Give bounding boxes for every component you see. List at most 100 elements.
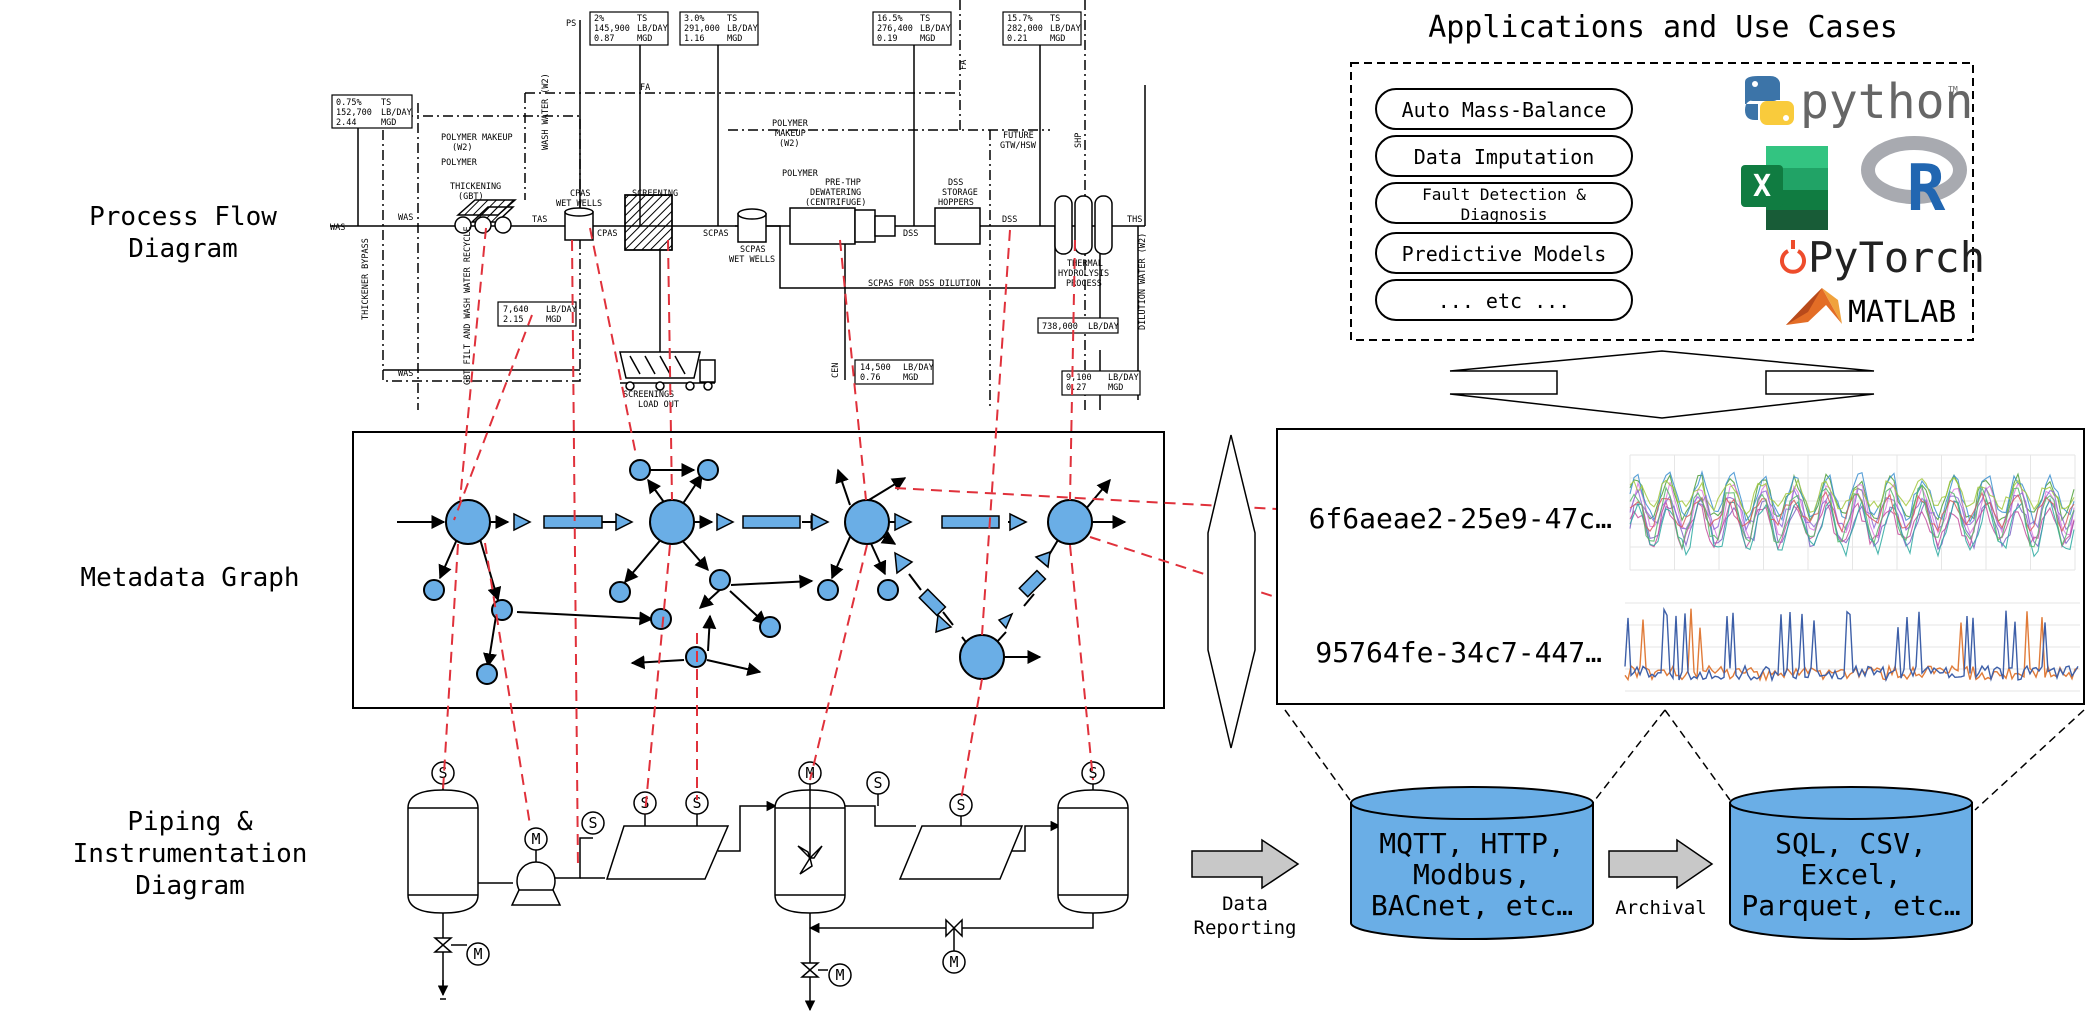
pid-symbol-text: S M M S S S M S S S M M bbox=[438, 764, 1097, 984]
svg-text:DSS: DSS bbox=[903, 229, 918, 239]
svg-text:FA: FA bbox=[959, 60, 969, 70]
svg-text:STORAGE: STORAGE bbox=[942, 188, 978, 198]
protocols-line: Modbus, bbox=[1413, 858, 1531, 891]
svg-text:MAKEUP: MAKEUP bbox=[775, 129, 806, 139]
bidirectional-arrow-graph bbox=[1207, 434, 1256, 749]
protocols-db: MQTT, HTTP, Modbus, BACnet, etc… bbox=[1350, 786, 1594, 940]
svg-text:CPAS: CPAS bbox=[570, 189, 590, 199]
svg-text:GBT FILT AND WASH WATER RECYCL: GBT FILT AND WASH WATER RECYCLE bbox=[463, 226, 473, 385]
svg-text:FA: FA bbox=[640, 83, 650, 93]
archival-arrow bbox=[1608, 838, 1714, 890]
svg-text:TS: TS bbox=[381, 98, 391, 108]
graph-node-thickening bbox=[445, 499, 491, 545]
svg-text:MATLAB: MATLAB bbox=[1848, 295, 1956, 330]
svg-text:3.0%: 3.0% bbox=[684, 14, 704, 24]
svg-text:SCPAS: SCPAS bbox=[740, 245, 766, 255]
pfd-data-boxes bbox=[331, 11, 1141, 396]
svg-text:HOPPERS: HOPPERS bbox=[938, 198, 974, 208]
svg-text:POLYMER: POLYMER bbox=[441, 158, 478, 168]
svg-text:LB/DAY: LB/DAY bbox=[1108, 373, 1139, 383]
pid-diagram bbox=[407, 761, 1129, 1012]
svg-text:0.27: 0.27 bbox=[1066, 383, 1086, 393]
svg-text:R: R bbox=[1907, 152, 1946, 226]
svg-text:SCREENINGS: SCREENINGS bbox=[623, 390, 674, 400]
formats-line: SQL, CSV, bbox=[1775, 827, 1927, 860]
svg-text:WAS: WAS bbox=[330, 223, 345, 233]
svg-text:S: S bbox=[692, 794, 701, 812]
svg-text:DSS: DSS bbox=[1002, 215, 1017, 225]
protocols-line: MQTT, HTTP, bbox=[1379, 827, 1564, 860]
svg-text:FUTURE: FUTURE bbox=[1003, 131, 1034, 141]
use-case-label: Data Imputation bbox=[1414, 145, 1595, 169]
graph-node-dewatering bbox=[844, 499, 890, 545]
svg-text:PyTorch: PyTorch bbox=[1808, 233, 1985, 282]
flow-arrows bbox=[1191, 838, 1714, 890]
svg-text:LB/DAY: LB/DAY bbox=[903, 363, 934, 373]
pid-label-line2: Instrumentation bbox=[73, 839, 308, 869]
formats-line: Excel, bbox=[1800, 858, 1901, 891]
scpas-wet-well bbox=[737, 208, 767, 243]
svg-text:python: python bbox=[1800, 74, 1973, 130]
svg-text:WASH WATER (W2): WASH WATER (W2) bbox=[541, 73, 551, 150]
svg-text:THICKENING: THICKENING bbox=[450, 182, 501, 192]
svg-text:WET WELLS: WET WELLS bbox=[556, 199, 602, 209]
svg-text:X: X bbox=[1753, 169, 1771, 204]
svg-text:SCPAS: SCPAS bbox=[703, 229, 729, 239]
svg-text:WAS: WAS bbox=[398, 369, 413, 379]
svg-text:S: S bbox=[640, 794, 649, 812]
svg-text:M: M bbox=[473, 945, 482, 963]
formats-db: SQL, CSV, Excel, Parquet, etc… bbox=[1729, 786, 1973, 940]
use-case-predictive bbox=[1375, 232, 1633, 274]
svg-text:0.76: 0.76 bbox=[860, 373, 880, 383]
svg-text:S: S bbox=[588, 814, 597, 832]
svg-text:282,000: 282,000 bbox=[1007, 24, 1043, 34]
svg-text:WET WELLS: WET WELLS bbox=[729, 255, 775, 265]
svg-text:(W2): (W2) bbox=[779, 139, 799, 149]
metadata-graph bbox=[352, 431, 1165, 709]
storage-links bbox=[1284, 709, 2085, 811]
svg-text:THS: THS bbox=[1127, 215, 1142, 225]
cross-layer-links bbox=[442, 227, 1366, 871]
svg-text:M: M bbox=[531, 830, 540, 848]
svg-text:POLYMER: POLYMER bbox=[772, 119, 809, 129]
svg-text:145,900: 145,900 bbox=[594, 24, 630, 34]
svg-text:1.16: 1.16 bbox=[684, 34, 704, 44]
svg-text:POLYMER MAKEUP: POLYMER MAKEUP bbox=[441, 133, 513, 143]
svg-text:LB/DAY: LB/DAY bbox=[920, 24, 951, 34]
svg-text:SCPAS FOR DSS DILUTION: SCPAS FOR DSS DILUTION bbox=[868, 279, 981, 289]
svg-text:HYDROLYSIS: HYDROLYSIS bbox=[1058, 269, 1109, 279]
svg-text:LB/DAY: LB/DAY bbox=[381, 108, 412, 118]
svg-text:2.44: 2.44 bbox=[336, 118, 356, 128]
svg-text:TS: TS bbox=[727, 14, 737, 24]
svg-text:M: M bbox=[835, 966, 844, 984]
cpas-wet-well bbox=[564, 207, 594, 241]
timeseries-id-1: 6f6aeae2-25e9-47c… bbox=[1309, 502, 1612, 535]
timeseries-plot-1 bbox=[1629, 454, 2076, 571]
svg-text:THICKENER BYPASS: THICKENER BYPASS bbox=[361, 238, 371, 320]
use-case-label: Diagnosis bbox=[1461, 205, 1548, 224]
pfd-label-line2: Diagram bbox=[128, 234, 238, 264]
svg-text:WAS: WAS bbox=[398, 213, 413, 223]
applications-panel: Applications and Use Cases Auto Mass-Bal… bbox=[1350, 10, 1985, 341]
thp-reactors bbox=[1054, 195, 1113, 255]
use-case-label: Fault Detection & bbox=[1422, 185, 1586, 204]
svg-text:152,700: 152,700 bbox=[336, 108, 372, 118]
svg-text:PRE-THP: PRE-THP bbox=[825, 178, 861, 188]
timeseries-panel: 6f6aeae2-25e9-47c… 95764fe-34c7-447… bbox=[1276, 428, 2085, 811]
pid-motor-1 bbox=[466, 942, 490, 966]
svg-text:(GBT): (GBT) bbox=[458, 192, 484, 202]
svg-text:CEN: CEN bbox=[831, 363, 841, 378]
svg-text:PS: PS bbox=[566, 19, 576, 29]
svg-text:16.5%: 16.5% bbox=[877, 14, 903, 24]
svg-text:MGD: MGD bbox=[637, 34, 652, 44]
svg-text:DEWATERING: DEWATERING bbox=[810, 188, 861, 198]
svg-text:GTW/HSW: GTW/HSW bbox=[1000, 141, 1037, 151]
svg-text:TS: TS bbox=[637, 14, 647, 24]
svg-text:0.21: 0.21 bbox=[1007, 34, 1027, 44]
svg-text:LB/DAY: LB/DAY bbox=[1088, 322, 1119, 332]
dss-hoppers bbox=[934, 207, 981, 245]
svg-text:S: S bbox=[956, 796, 965, 814]
pid-label-line3: Diagram bbox=[135, 871, 245, 901]
screenings-truck bbox=[619, 351, 716, 391]
